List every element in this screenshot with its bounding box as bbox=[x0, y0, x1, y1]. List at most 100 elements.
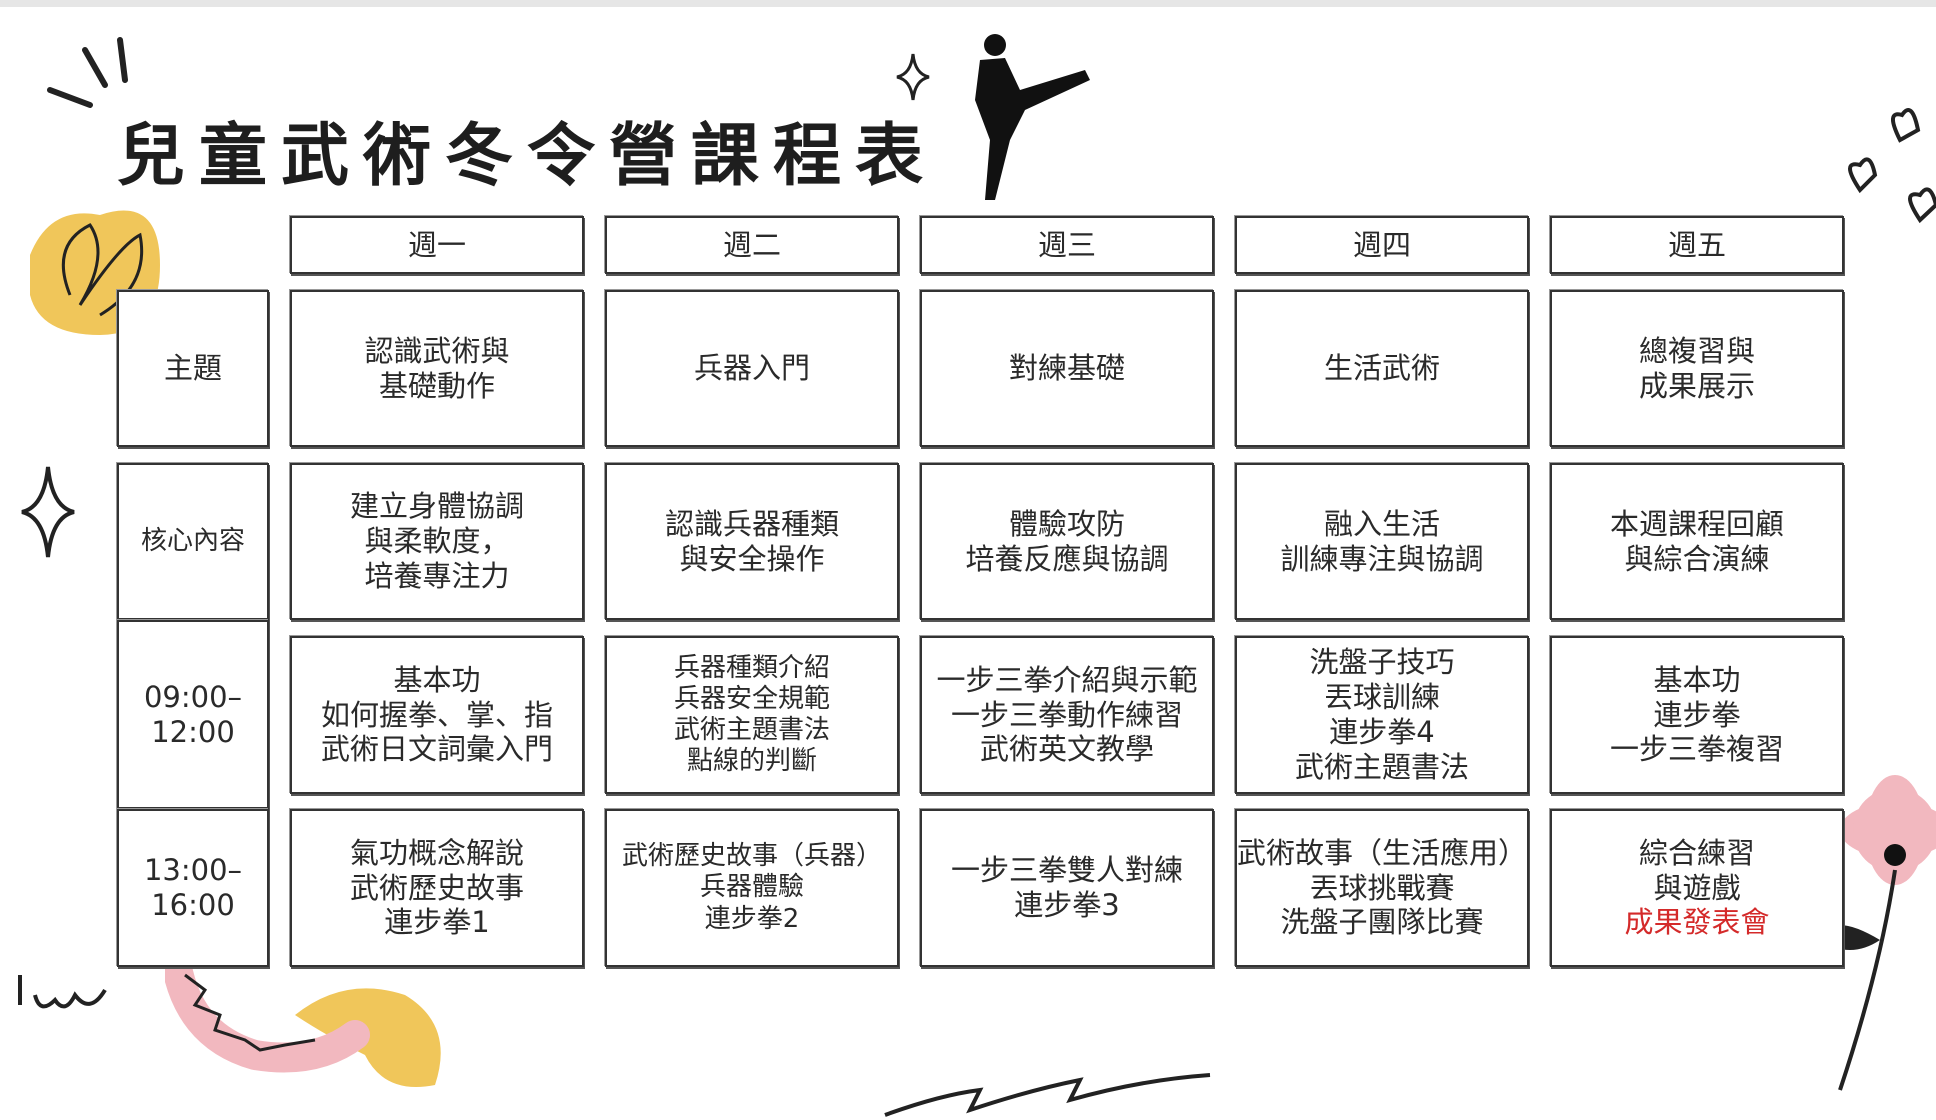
day-header: 週三 bbox=[920, 216, 1214, 274]
day-header: 週五 bbox=[1550, 216, 1844, 274]
cell-text: 洗盤子團隊比賽 bbox=[1280, 905, 1484, 940]
schedule-cell: 對練基礎 bbox=[920, 290, 1214, 447]
cell-text: 認識武術與 bbox=[364, 333, 510, 368]
cell-lines: 兵器入門 bbox=[694, 351, 810, 386]
day-header: 週四 bbox=[1235, 216, 1529, 274]
cell-text: 連步拳2 bbox=[704, 903, 800, 934]
page-title: 兒童武術冬令營課程表 bbox=[117, 117, 938, 196]
cell-text: 基礎動作 bbox=[378, 368, 495, 403]
cell-text: 培養反應與協調 bbox=[965, 541, 1169, 576]
cell-text: 成果展示 bbox=[1638, 368, 1755, 403]
cell-text: 武術歷史故事 bbox=[349, 870, 524, 905]
cell-text: 武術英文教學 bbox=[979, 732, 1154, 767]
schedule-cell: 認識武術與基礎動作 bbox=[290, 290, 584, 447]
cell-text: 武術日文詞彙入門 bbox=[320, 732, 553, 767]
cell-text: 本週課程回顧 bbox=[1609, 506, 1784, 541]
cell-text: 訓練專注與協調 bbox=[1280, 541, 1484, 576]
cell-text: 兵器體驗 bbox=[699, 872, 804, 903]
cell-text: 一步三拳雙人對練 bbox=[950, 853, 1183, 888]
schedule-cell: 一步三拳介紹與示範一步三拳動作練習武術英文教學 bbox=[920, 636, 1214, 794]
sparkle-icon bbox=[896, 53, 930, 101]
cell-text: 與綜合演練 bbox=[1624, 541, 1770, 576]
squiggle-icon bbox=[18, 975, 107, 1009]
cell-text: 連步拳 bbox=[1653, 697, 1741, 732]
cell-lines: 建立身體協調與柔軟度，培養專注力 bbox=[350, 489, 524, 593]
cell-text: 連步拳1 bbox=[384, 905, 490, 940]
day-header: 週二 bbox=[605, 216, 899, 274]
row-label-core: 核心內容 bbox=[117, 463, 269, 620]
kicker-silhouette-icon bbox=[975, 34, 1090, 200]
cell-text: 基本功 bbox=[393, 662, 481, 697]
cell-text: 體驗攻防 bbox=[1008, 506, 1125, 541]
cell-text: 融入生活 bbox=[1323, 506, 1440, 541]
cell-lines: 認識兵器種類與安全操作 bbox=[665, 507, 839, 577]
cell-text: 連步拳4 bbox=[1329, 715, 1435, 749]
cell-text: 一步三拳介紹與示範 bbox=[936, 662, 1198, 697]
schedule-cell: 兵器入門 bbox=[605, 290, 899, 447]
schedule-cell: 本週課程回顧與綜合演練 bbox=[1550, 463, 1844, 620]
cell-text: 與遊戲 bbox=[1653, 870, 1741, 905]
cell-text: 一步三拳複習 bbox=[1609, 732, 1784, 767]
cell-lines: 兵器種類介紹兵器安全規範武術主題書法點線的判斷 bbox=[674, 653, 830, 778]
row-label-afternoon: 13:00– 16:00 bbox=[117, 809, 269, 967]
cell-text: 武術主題書法 bbox=[1294, 749, 1469, 784]
cell-text: 生活武術 bbox=[1323, 351, 1440, 386]
cell-text: 與安全操作 bbox=[679, 541, 825, 576]
cell-text: 洗盤子技巧 bbox=[1309, 645, 1455, 680]
cell-lines: 武術歷史故事（兵器）兵器體驗連步拳2 bbox=[622, 841, 882, 935]
cell-text: 點線的判斷 bbox=[686, 746, 817, 777]
cell-text: 對練基礎 bbox=[1008, 351, 1125, 386]
schedule-cell: 總複習與成果展示 bbox=[1550, 290, 1844, 447]
cell-text: 武術故事（生活應用） bbox=[1237, 835, 1528, 870]
row-label-morning: 09:00– 12:00 bbox=[117, 620, 269, 809]
cell-text: 一步三拳動作練習 bbox=[950, 697, 1183, 732]
cell-lines: 綜合練習與遊戲成果發表會 bbox=[1624, 836, 1769, 940]
cell-lines: 生活武術 bbox=[1324, 351, 1440, 386]
cell-text: 成果發表會 bbox=[1624, 905, 1770, 940]
cell-text: 兵器安全規範 bbox=[673, 683, 830, 714]
cell-text: 氣功概念解說 bbox=[349, 835, 524, 870]
cell-lines: 一步三拳介紹與示範一步三拳動作練習武術英文教學 bbox=[936, 663, 1197, 767]
cell-text: 基本功 bbox=[1653, 662, 1741, 697]
cell-text: 兵器種類介紹 bbox=[673, 652, 830, 683]
cell-text: 連步拳3 bbox=[1014, 888, 1120, 922]
cell-lines: 總複習與成果展示 bbox=[1639, 334, 1755, 404]
schedule-cell: 基本功連步拳一步三拳複習 bbox=[1550, 636, 1844, 794]
cell-text: 武術主題書法 bbox=[673, 715, 830, 745]
cell-text: 武術歷史故事（兵器） bbox=[621, 841, 882, 872]
cell-lines: 對練基礎 bbox=[1009, 351, 1125, 386]
cell-lines: 基本功連步拳一步三拳複習 bbox=[1610, 663, 1784, 767]
cell-text: 認識兵器種類 bbox=[664, 506, 839, 541]
burst-lines-icon bbox=[47, 37, 128, 108]
cell-text: 如何握拳、掌、指 bbox=[320, 697, 553, 732]
cell-text: 建立身體協調 bbox=[349, 489, 524, 524]
cell-text: 綜合練習 bbox=[1638, 835, 1755, 870]
schedule-cell: 武術歷史故事（兵器）兵器體驗連步拳2 bbox=[605, 809, 899, 967]
top-strip bbox=[0, 0, 1936, 7]
cell-lines: 氣功概念解說武術歷史故事連步拳1 bbox=[350, 836, 524, 940]
schedule-cell: 體驗攻防培養反應與協調 bbox=[920, 463, 1214, 620]
schedule-cell: 武術故事（生活應用）丟球挑戰賽洗盤子團隊比賽 bbox=[1235, 809, 1529, 967]
cell-text: 總複習與 bbox=[1638, 333, 1755, 368]
schedule-cell: 融入生活訓練專注與協調 bbox=[1235, 463, 1529, 620]
schedule-cell: 綜合練習與遊戲成果發表會 bbox=[1550, 809, 1844, 967]
schedule-cell: 氣功概念解說武術歷史故事連步拳1 bbox=[290, 809, 584, 967]
schedule-cell: 生活武術 bbox=[1235, 290, 1529, 447]
row-label-theme: 主題 bbox=[117, 290, 269, 447]
cell-lines: 本週課程回顧與綜合演練 bbox=[1610, 507, 1784, 577]
cell-text: 丟球挑戰賽 bbox=[1309, 870, 1455, 905]
cell-text: 丟球訓練 bbox=[1323, 680, 1440, 715]
cell-text: 與柔軟度， bbox=[364, 524, 510, 559]
cell-text: 培養專注力 bbox=[364, 558, 510, 593]
cell-lines: 武術故事（生活應用）丟球挑戰賽洗盤子團隊比賽 bbox=[1237, 836, 1527, 940]
schedule-cell: 認識兵器種類與安全操作 bbox=[605, 463, 899, 620]
schedule-cell: 兵器種類介紹兵器安全規範武術主題書法點線的判斷 bbox=[605, 636, 899, 794]
schedule-cell: 基本功如何握拳、掌、指武術日文詞彙入門 bbox=[290, 636, 584, 794]
sparkle-icon bbox=[21, 466, 75, 558]
cell-text: 兵器入門 bbox=[693, 351, 810, 386]
cell-lines: 一步三拳雙人對練連步拳3 bbox=[951, 853, 1183, 923]
zigzag-line-icon bbox=[884, 1073, 1211, 1117]
cell-lines: 融入生活訓練專注與協調 bbox=[1280, 507, 1483, 577]
cell-lines: 體驗攻防培養反應與協調 bbox=[965, 507, 1168, 577]
